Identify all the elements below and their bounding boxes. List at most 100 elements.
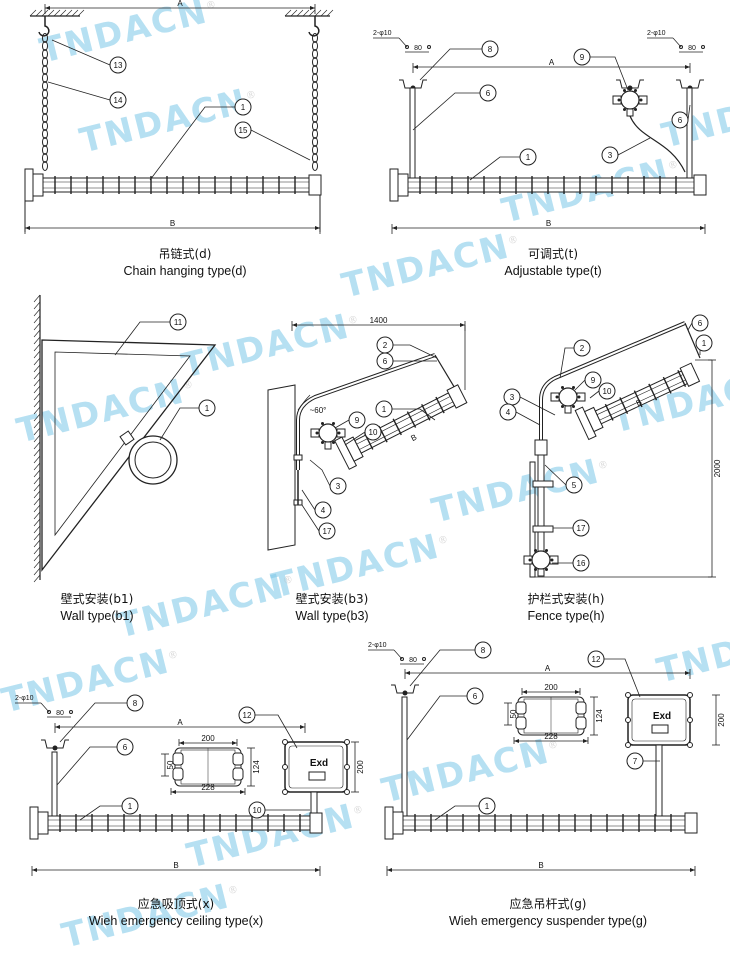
dimension-label: B <box>409 433 418 443</box>
callout-circle <box>519 148 537 166</box>
bolt <box>687 717 693 723</box>
bolt <box>344 739 350 745</box>
chain-link <box>42 145 48 155</box>
callout-number: 10 <box>369 428 378 437</box>
dimension-label: 80 <box>688 45 696 52</box>
dimension: 50 <box>504 702 518 726</box>
callout-number: 1 <box>526 153 531 162</box>
leader-line <box>687 322 693 331</box>
bolt <box>344 789 350 795</box>
hatch <box>33 546 41 555</box>
dimension-label: 228 <box>544 732 558 741</box>
callout-number: 9 <box>591 376 596 385</box>
dimension-label: 2-φ10 <box>15 695 34 702</box>
hatch <box>71 9 79 17</box>
lamp-end-flange <box>389 168 399 202</box>
dimension: A <box>412 58 691 73</box>
hatch <box>59 9 67 17</box>
hatch <box>33 448 41 457</box>
callout-circle <box>466 687 484 705</box>
dimension: B <box>31 861 321 876</box>
callout-number: 6 <box>678 116 683 125</box>
leader-line <box>393 344 438 359</box>
dimension: 124 <box>590 696 604 736</box>
gland <box>550 392 560 402</box>
callout-number: 1 <box>128 802 133 811</box>
cable <box>629 115 686 173</box>
callout-number: 6 <box>383 357 388 366</box>
dimension-label: 50 <box>509 709 518 718</box>
callout: 6 <box>406 687 484 741</box>
callout: 8 <box>419 40 499 81</box>
callout: 6 <box>412 84 497 131</box>
callout: 8 <box>409 641 492 687</box>
bolt <box>344 764 350 770</box>
callout: 9 <box>334 411 366 429</box>
callout-number: 17 <box>323 527 332 536</box>
lamp-fixture <box>574 362 701 441</box>
callout-number: 6 <box>123 743 128 752</box>
leader-line <box>59 702 127 743</box>
callout: 4 <box>499 403 541 426</box>
bolt <box>534 568 537 572</box>
callout-number: 1 <box>382 405 387 414</box>
chain-link <box>42 33 48 43</box>
dimension: A <box>44 0 316 14</box>
callout: 1 <box>149 98 252 181</box>
hatch <box>33 539 41 548</box>
callout-number: 1 <box>702 339 707 348</box>
callout-circle <box>572 519 590 537</box>
hatch <box>33 350 41 359</box>
callout: 8 <box>59 694 144 743</box>
dimension-label: 124 <box>595 709 604 723</box>
callout: 1 <box>375 400 436 421</box>
dimension-label: 200 <box>201 734 215 743</box>
hole-mark <box>69 710 73 714</box>
lamp-guard-rib <box>648 383 658 401</box>
bolt <box>550 558 554 562</box>
callout-circle <box>479 84 497 102</box>
hatch <box>33 504 41 513</box>
lamp-end-cap <box>308 174 322 196</box>
dimension-label: 228 <box>201 783 215 792</box>
gland <box>612 95 622 105</box>
leader-line <box>301 489 316 511</box>
callout-circle <box>126 694 144 712</box>
bolt <box>572 385 575 389</box>
callout: 17 <box>301 504 336 540</box>
callout-number: 11 <box>174 318 183 327</box>
lamp-guard-rib <box>677 370 687 387</box>
box-side-view <box>172 747 244 787</box>
leader-line <box>687 104 691 121</box>
hatch <box>33 532 41 541</box>
callout-number: 4 <box>506 408 511 417</box>
suspension-rod <box>409 87 416 181</box>
bolt <box>625 717 631 723</box>
callout: 4 <box>301 489 332 519</box>
dimension: 200 <box>351 741 365 793</box>
chain-link <box>312 129 318 139</box>
callout-circle <box>572 554 590 572</box>
callout-number: 15 <box>239 126 248 135</box>
hole-mark <box>427 45 431 49</box>
ceiling-hatch <box>29 9 85 17</box>
chain-link <box>42 49 48 59</box>
chain-link <box>312 81 318 91</box>
chain-link <box>312 137 318 147</box>
callout: 2 <box>376 336 438 359</box>
chain-link <box>312 57 318 67</box>
box-body <box>318 423 338 443</box>
callout-number: 2 <box>580 344 585 353</box>
wall-plate <box>267 384 296 551</box>
callout: 10 <box>589 382 616 400</box>
mounting-bracket <box>616 79 644 91</box>
callout: 9 <box>573 48 629 91</box>
dimension-label: 80 <box>56 710 64 717</box>
chain-link <box>312 161 318 171</box>
callout-number: 2 <box>383 341 388 350</box>
hook-icon <box>308 16 320 37</box>
lamp-end-flange <box>24 168 34 202</box>
bolt <box>627 85 633 91</box>
callout-circle <box>626 752 644 770</box>
chain-link <box>42 89 48 99</box>
